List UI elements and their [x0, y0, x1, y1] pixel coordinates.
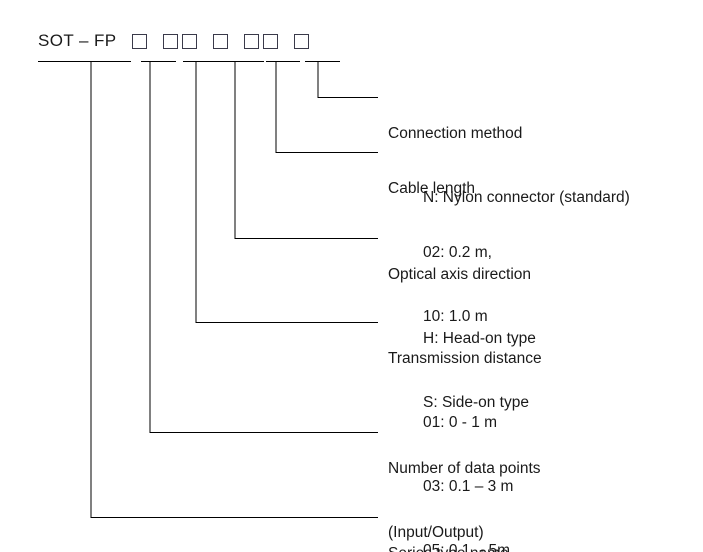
code-box-group-3	[213, 33, 229, 49]
leader-cable-length	[275, 61, 378, 154]
label-option-transmission-distance-0: 01: 0 - 1 m	[423, 414, 498, 431]
label-subtitle-number-of-data-points: (Input/Output)	[388, 524, 484, 541]
label-title-connection-method: Connection method	[388, 125, 523, 142]
label-block-connection-method: Connection method N: Nylon connector (st…	[388, 84, 630, 248]
label-option-optical-axis-direction-0: H: Head-on type	[423, 330, 536, 347]
code-box	[294, 33, 310, 49]
code-box	[182, 33, 198, 49]
code-box-group-5	[294, 33, 310, 49]
leader-optical-axis-direction	[234, 61, 378, 240]
leader-number-of-data-points	[149, 61, 378, 434]
part-code-row: SOT – FP	[38, 29, 310, 53]
label-option-optical-axis-direction-1: S: Side-on type	[423, 394, 529, 411]
label-block-optical-axis-direction: Optical axis direction H: Head-on type S…	[388, 225, 536, 453]
code-box	[244, 33, 260, 49]
label-option-cable-length-1: 10: 1.0 m	[423, 308, 488, 325]
leader-transmission-distance	[195, 61, 378, 324]
label-option-cable-length-0: 02: 0.2 m,	[423, 244, 492, 261]
code-box-group-4	[244, 33, 279, 49]
label-block-series-type-name: Series type name	[388, 504, 509, 552]
label-option-transmission-distance-1: 03: 0.1 – 3 m	[423, 478, 514, 495]
label-option-transmission-distance-2: 05: 0.1 ‐ 5m	[423, 542, 511, 552]
label-title-transmission-distance: Transmission distance	[388, 350, 542, 367]
code-box-group-2	[163, 33, 198, 49]
code-box	[132, 33, 148, 49]
label-block-cable-length: Cable length 02: 0.2 m, 10: 1.0 m	[388, 139, 492, 367]
leader-connection-method	[317, 61, 378, 99]
code-box	[263, 33, 279, 49]
code-box-group-1	[132, 33, 148, 49]
label-title-number-of-data-points: Number of data points	[388, 460, 541, 477]
label-block-transmission-distance: Transmission distance 01: 0 - 1 m 03: 0.…	[388, 309, 542, 552]
label-block-number-of-data-points: Number of data points (Input/Output) 8: …	[388, 419, 557, 552]
label-title-cable-length: Cable length	[388, 180, 476, 197]
leader-series-type-name	[90, 61, 378, 519]
label-option-connection-method-0: N: Nylon connector (standard)	[423, 189, 630, 206]
label-title-series-type-name: Series type name	[388, 540, 509, 552]
code-box	[163, 33, 179, 49]
label-title-optical-axis-direction: Optical axis direction	[388, 266, 532, 283]
code-box	[213, 33, 229, 49]
series-prefix-text: SOT – FP	[38, 31, 117, 50]
